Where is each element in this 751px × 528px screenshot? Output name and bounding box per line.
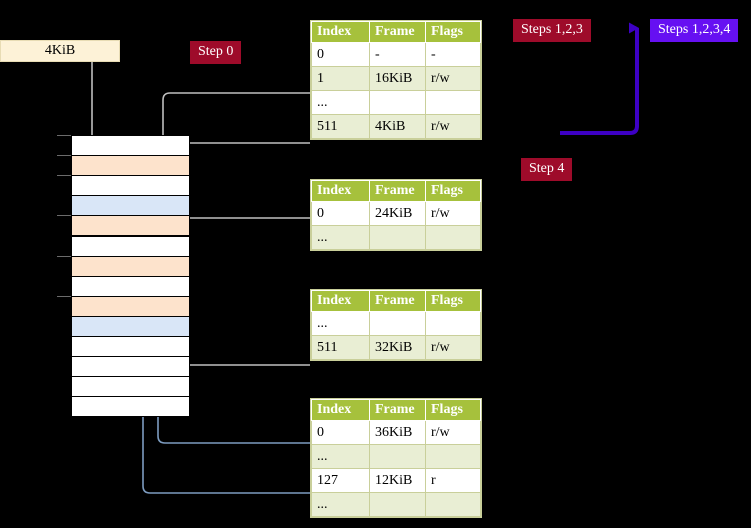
- cell-index: 0: [311, 420, 370, 445]
- memory-frame-row: [71, 315, 190, 337]
- badge-steps-1234: Steps 1,2,3,4: [650, 19, 739, 42]
- cell-frame: [369, 444, 426, 469]
- header-flags: Flags: [425, 21, 481, 43]
- badge-step-4: Step 4: [521, 158, 573, 181]
- header-index: Index: [311, 399, 370, 421]
- memory-row-tick: [57, 255, 71, 257]
- table-header-row: Index Frame Flags: [311, 399, 481, 421]
- cell-index: 511: [311, 114, 370, 139]
- header-flags: Flags: [425, 290, 481, 312]
- memory-frame-row: [71, 295, 190, 317]
- cell-frame: -: [369, 42, 426, 67]
- cell-frame: [369, 225, 426, 250]
- header-index: Index: [311, 180, 370, 202]
- cell-flags: r/w: [425, 114, 481, 139]
- memory-frame-row: [71, 336, 190, 358]
- table-header-row: Index Frame Flags: [311, 21, 481, 43]
- memory-frame-row: [71, 195, 190, 217]
- memory-frame-row: [71, 255, 190, 277]
- memory-row-tick: [57, 155, 71, 157]
- header-frame: Frame: [369, 21, 426, 43]
- cell-frame: 32KiB: [369, 335, 426, 360]
- header-index: Index: [311, 21, 370, 43]
- table-row: ...: [311, 225, 481, 250]
- size-box-4kib: 4KiB: [0, 40, 120, 62]
- header-flags: Flags: [425, 399, 481, 421]
- memory-row-tick: [57, 215, 71, 217]
- cell-flags: r/w: [425, 335, 481, 360]
- memory-frame-row: [71, 215, 190, 237]
- cell-flags: [425, 444, 481, 469]
- cell-index: ...: [311, 444, 370, 469]
- memory-frame-row: [71, 135, 190, 157]
- memory-frame-row: [71, 275, 190, 297]
- memory-row-tick: [57, 175, 71, 177]
- table-row: ...: [311, 90, 481, 115]
- memory-row-tick: [57, 295, 71, 297]
- memory-frame-row: [71, 376, 190, 398]
- cell-index: ...: [311, 225, 370, 250]
- table-row: ...: [311, 311, 481, 336]
- cell-index: ...: [311, 492, 370, 517]
- memory-frame-row: [71, 356, 190, 378]
- cell-index: 0: [311, 42, 370, 67]
- memory-frame-row: [71, 155, 190, 177]
- cell-flags: r/w: [425, 420, 481, 445]
- cell-frame: [369, 311, 426, 336]
- memory-frame-row: [71, 396, 190, 418]
- cell-flags: r/w: [425, 201, 481, 226]
- cell-frame: 16KiB: [369, 66, 426, 91]
- cell-flags: -: [425, 42, 481, 67]
- header-frame: Frame: [369, 180, 426, 202]
- cell-frame: 36KiB: [369, 420, 426, 445]
- header-index: Index: [311, 290, 370, 312]
- table-header-row: Index Frame Flags: [311, 290, 481, 312]
- cell-flags: r/w: [425, 66, 481, 91]
- cell-index: ...: [311, 311, 370, 336]
- cell-flags: [425, 90, 481, 115]
- memory-column-ticks: [57, 135, 71, 416]
- cell-frame: [369, 492, 426, 517]
- cell-frame: 24KiB: [369, 201, 426, 226]
- header-frame: Frame: [369, 399, 426, 421]
- table-row: ...: [311, 444, 481, 469]
- cell-index: 511: [311, 335, 370, 360]
- badge-steps-123: Steps 1,2,3: [513, 19, 591, 42]
- memory-frame-row: [71, 235, 190, 257]
- cell-flags: r: [425, 468, 481, 493]
- cell-index: ...: [311, 90, 370, 115]
- cell-frame: [369, 90, 426, 115]
- cell-flags: [425, 225, 481, 250]
- cell-index: 0: [311, 201, 370, 226]
- cell-index: 127: [311, 468, 370, 493]
- badge-step-0: Step 0: [190, 41, 242, 64]
- header-frame: Frame: [369, 290, 426, 312]
- cell-frame: 12KiB: [369, 468, 426, 493]
- memory-column: [71, 135, 190, 418]
- memory-row-tick: [57, 135, 71, 136]
- cell-frame: 4KiB: [369, 114, 426, 139]
- table-row: ...: [311, 492, 481, 517]
- cell-flags: [425, 492, 481, 517]
- table-header-row: Index Frame Flags: [311, 180, 481, 202]
- cell-index: 1: [311, 66, 370, 91]
- header-flags: Flags: [425, 180, 481, 202]
- memory-frame-row: [71, 175, 190, 197]
- cell-flags: [425, 311, 481, 336]
- table-row: 0--: [311, 42, 481, 67]
